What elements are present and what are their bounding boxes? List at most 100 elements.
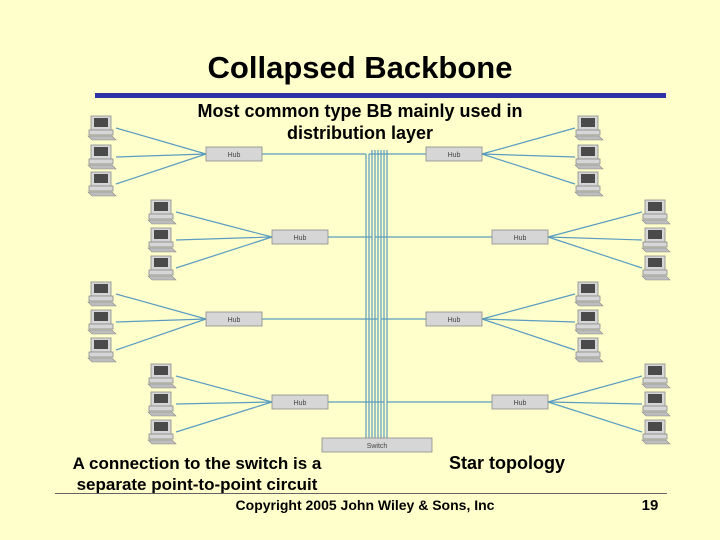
screen-icon (154, 366, 168, 375)
hub-device: Hub (491, 229, 549, 245)
base-unit-icon (88, 295, 114, 302)
keyboard-icon (87, 329, 117, 335)
base-unit-icon (642, 405, 668, 412)
slide-title: Collapsed Backbone (207, 50, 513, 85)
title-underline (95, 93, 666, 98)
keyboard-icon (574, 164, 604, 170)
drop-cable (547, 236, 643, 269)
screen-icon (581, 284, 595, 293)
keyboard-icon (87, 135, 117, 141)
screen-icon (94, 340, 108, 349)
base-unit-icon (88, 185, 114, 192)
drop-cable (115, 318, 207, 323)
hub-device: Hub (271, 229, 329, 245)
base-unit-icon (575, 129, 601, 136)
drop-cable (115, 153, 207, 158)
base-unit-icon (88, 323, 114, 330)
hub-box (491, 229, 549, 245)
screen-icon (94, 284, 108, 293)
note-left-line-1: A connection to the switch is a (72, 454, 322, 473)
keyboard-icon (147, 411, 177, 417)
computer-icon (641, 255, 671, 281)
keyboard-icon (641, 411, 671, 417)
drop-cable (481, 293, 576, 320)
keyboard-icon (147, 383, 177, 389)
hub-box (205, 311, 263, 327)
hub-device: Hub (205, 146, 263, 162)
base-unit-icon (575, 323, 601, 330)
keyboard-icon (87, 191, 117, 197)
hub-device: Hub (491, 394, 549, 410)
base-unit-icon (642, 269, 668, 276)
computer-icon (87, 337, 117, 363)
drop-cable (115, 318, 207, 351)
drop-cable (175, 236, 273, 269)
screen-icon (648, 394, 662, 403)
hub-label: Hub (448, 152, 461, 159)
switch-label: Switch (367, 443, 388, 450)
screen-icon (154, 202, 168, 211)
keyboard-icon (641, 383, 671, 389)
drop-cable (481, 318, 576, 323)
base-unit-icon (88, 351, 114, 358)
keyboard-icon (641, 275, 671, 281)
screen-icon (581, 118, 595, 127)
cable-layer (115, 127, 643, 438)
computer-icon (147, 255, 177, 281)
computer-icon (641, 391, 671, 417)
base-unit-icon (148, 433, 174, 440)
drop-cable (547, 211, 643, 238)
computer-icon (147, 227, 177, 253)
keyboard-icon (87, 357, 117, 363)
hub-box (271, 394, 329, 410)
hub-label: Hub (294, 400, 307, 407)
base-unit-icon (148, 269, 174, 276)
keyboard-icon (87, 164, 117, 170)
drop-cable (115, 293, 207, 320)
computer-icon (641, 227, 671, 253)
drop-cable (547, 375, 643, 403)
drop-cable (115, 153, 207, 185)
base-unit-icon (642, 377, 668, 384)
hub-label: Hub (514, 400, 527, 407)
screen-icon (648, 366, 662, 375)
computer-icon (641, 199, 671, 225)
drop-cable (481, 318, 576, 351)
drop-cable (115, 127, 207, 155)
base-unit-icon (148, 405, 174, 412)
base-unit-icon (575, 351, 601, 358)
screen-icon (154, 422, 168, 431)
screen-icon (648, 258, 662, 267)
screen-icon (94, 118, 108, 127)
computer-icon (574, 281, 604, 307)
keyboard-icon (87, 301, 117, 307)
subtitle-line-1: Most common type BB mainly used in (197, 101, 523, 121)
drop-cable (175, 375, 273, 403)
hub-device: Hub (271, 394, 329, 410)
screen-icon (94, 147, 108, 156)
hub-box (205, 146, 263, 162)
base-unit-icon (148, 213, 174, 220)
drop-cable (175, 211, 273, 238)
star-topology-note: Star topology (449, 453, 565, 473)
base-unit-icon (642, 433, 668, 440)
keyboard-icon (574, 329, 604, 335)
hub-label: Hub (514, 235, 527, 242)
screen-icon (94, 312, 108, 321)
base-unit-icon (575, 185, 601, 192)
keyboard-icon (147, 439, 177, 445)
computer-icon (147, 363, 177, 389)
keyboard-icon (574, 191, 604, 197)
hub-box (491, 394, 549, 410)
hub-box (425, 311, 483, 327)
screen-icon (581, 174, 595, 183)
base-unit-icon (88, 158, 114, 165)
computer-icon (87, 309, 117, 335)
drop-cable (481, 153, 576, 185)
keyboard-icon (574, 301, 604, 307)
keyboard-icon (641, 219, 671, 225)
computer-icon (574, 115, 604, 141)
base-unit-icon (575, 295, 601, 302)
screen-icon (581, 147, 595, 156)
screen-icon (154, 394, 168, 403)
